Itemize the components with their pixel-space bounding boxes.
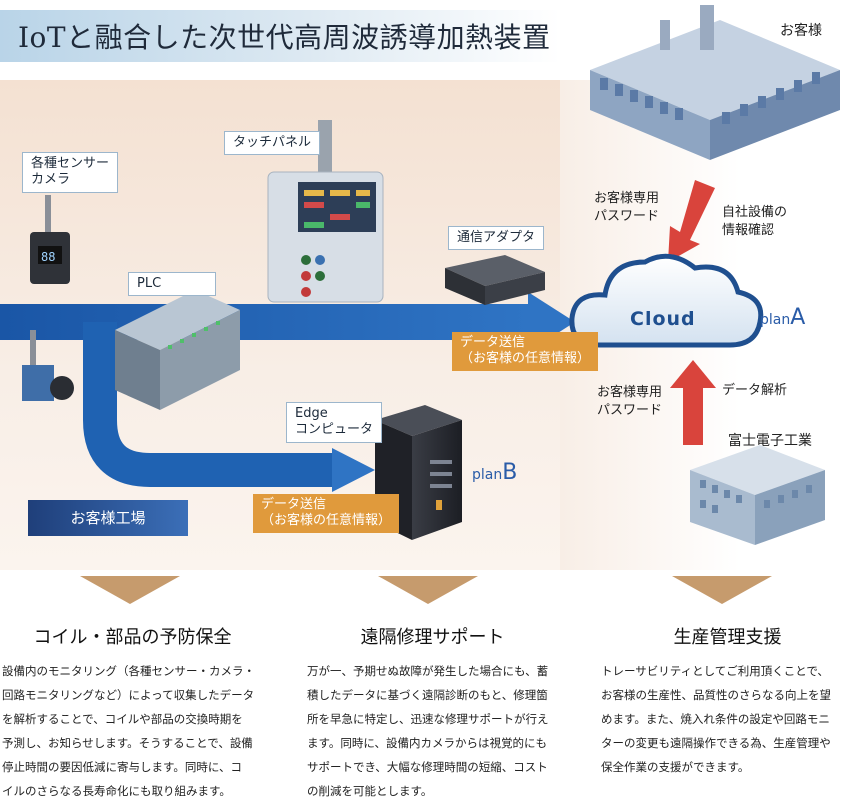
column-1-line: 予測し、お知らせします。そうすることで、設備 [2,736,253,750]
password-bottom-label: お客様専用 パスワード [597,384,662,420]
column-2-line: 所を早急に特定し、迅速な修理サポートが行え [307,712,549,726]
column-3-line: めます。また、焼入れ条件の設定や回路モニ [601,712,830,726]
plan-a-prefix: plan [760,312,791,328]
sensor-label-line2: カメラ [31,172,71,188]
touch-panel-label: タッチパネル [224,131,321,156]
password-top-label: お客様専用 パスワード [594,190,659,226]
column-1-line: 回路モニタリングなど）によって収集したデータ [2,688,255,702]
cloud-label: Cloud [630,308,696,330]
data-send-b-line1: データ送信 [261,497,327,512]
data-flow-arrow-edge [83,322,375,492]
data-send-b-line2: （お客様の任意情報） [261,513,392,529]
column-1-line: 設備内のモニタリング（各種センサー・カメラ・ [2,664,255,678]
factory-area-label: お客様工場 [28,500,188,536]
plc-label: PLC [128,272,216,297]
column-3-title: 生産管理支援 [673,627,782,648]
customer-factory-illustration [590,5,840,160]
plan-b-letter: B [502,460,518,485]
column-2-line: ます。同時に、設備内カメラからは視覚的にも [307,736,548,750]
plan-b-label: planB [472,460,517,485]
column-2-body: 万が一、予期せぬ故障が発生した場合にも、蓄 積したデータに基づく遠隔診断のもと、… [307,659,572,803]
customer-label: お客様 [780,23,822,39]
sensor-label-line1: 各種センサー [31,156,110,171]
fuji-building-illustration [690,445,825,545]
own-equipment-line1: 自社設備の [722,205,788,220]
fuji-label: 富士電子工業 [728,433,812,449]
column-1-title: コイル・部品の予防保全 [33,627,232,648]
data-send-a-label: データ送信 （お客様の任意情報） [452,332,599,371]
data-send-b-label: データ送信 （お客様の任意情報） [253,494,400,533]
system-diagram: 88 [0,5,840,545]
arrow-fuji-to-cloud [670,360,716,445]
sensor-camera-illustration: 88 [30,195,70,284]
own-equipment-label: 自社設備の 情報確認 [722,204,787,240]
data-send-a-line1: データ送信 [460,335,526,350]
plc-illustration [115,290,240,410]
column-2-line: 万が一、予期せぬ故障が発生した場合にも、蓄 [307,664,549,678]
column-3-line: トレーサビリティとしてご利用頂くことで、 [601,664,829,678]
column-1-line: を解析することで、コイルや部品の交換時期を [2,712,243,726]
password-bottom-line1: お客様専用 [597,385,663,400]
adapter-label: 通信アダプタ [448,226,545,251]
column-3-triangle [672,576,772,604]
title-bar [0,10,560,62]
cloud-illustration [569,253,764,348]
svg-text:88: 88 [41,250,55,264]
column-2-title: 遠隔修理サポート [360,627,505,648]
column-1-line: イルのさらなる長寿命化にも取り組みます。 [2,784,231,798]
data-analysis-label: データ解析 [722,383,788,398]
plan-a-letter: A [790,305,806,330]
column-3-line: 保全作業の支援ができます。 [601,760,750,774]
network-adapter-illustration [445,255,545,305]
column-3-body: トレーサビリティとしてご利用頂くことで、 お客様の生産性、品質性のさらなる向上を… [601,659,863,779]
password-top-line1: お客様専用 [594,191,660,206]
password-top-line2: パスワード [594,209,660,225]
edge-label-line2: コンピュータ [295,422,374,438]
camera-illustration [22,330,74,401]
column-2-line: の削減を可能とします。 [307,784,433,798]
column-2-line: 積したデータに基づく遠隔診断のもと、修理箇 [307,688,548,702]
data-send-a-line2: （お客様の任意情報） [460,351,591,367]
column-3-line: お客様の生産性、品質性のさらなる向上を望 [601,688,831,702]
column-2-line: サポートでき、大幅な修理時間の短縮、コスト [307,760,548,774]
column-3-line: ターの変更も遠隔操作できる為、生産管理や [601,736,831,750]
sensor-camera-label: 各種センサー カメラ [22,152,119,193]
column-1-triangle [80,576,180,604]
plan-a-label: planA [760,305,805,330]
column-2-triangle [378,576,478,604]
plan-b-prefix: plan [472,467,503,483]
column-1-body: 設備内のモニタリング（各種センサー・カメラ・ 回路モニタリングなど）によって収集… [2,659,272,803]
edge-label-line1: Edge [295,406,328,421]
edge-computer-label: Edge コンピュータ [286,402,383,443]
touch-panel-illustration [267,120,384,303]
arrow-customer-to-cloud [668,180,715,262]
column-1-line: 停止時間の要因低減に寄与します。同時に、コ [2,760,243,774]
password-bottom-line2: パスワード [597,403,663,419]
own-equipment-line2: 情報確認 [722,223,775,239]
page-title: IoTと融合した次世代高周波誘導加熱装置 [18,21,551,54]
